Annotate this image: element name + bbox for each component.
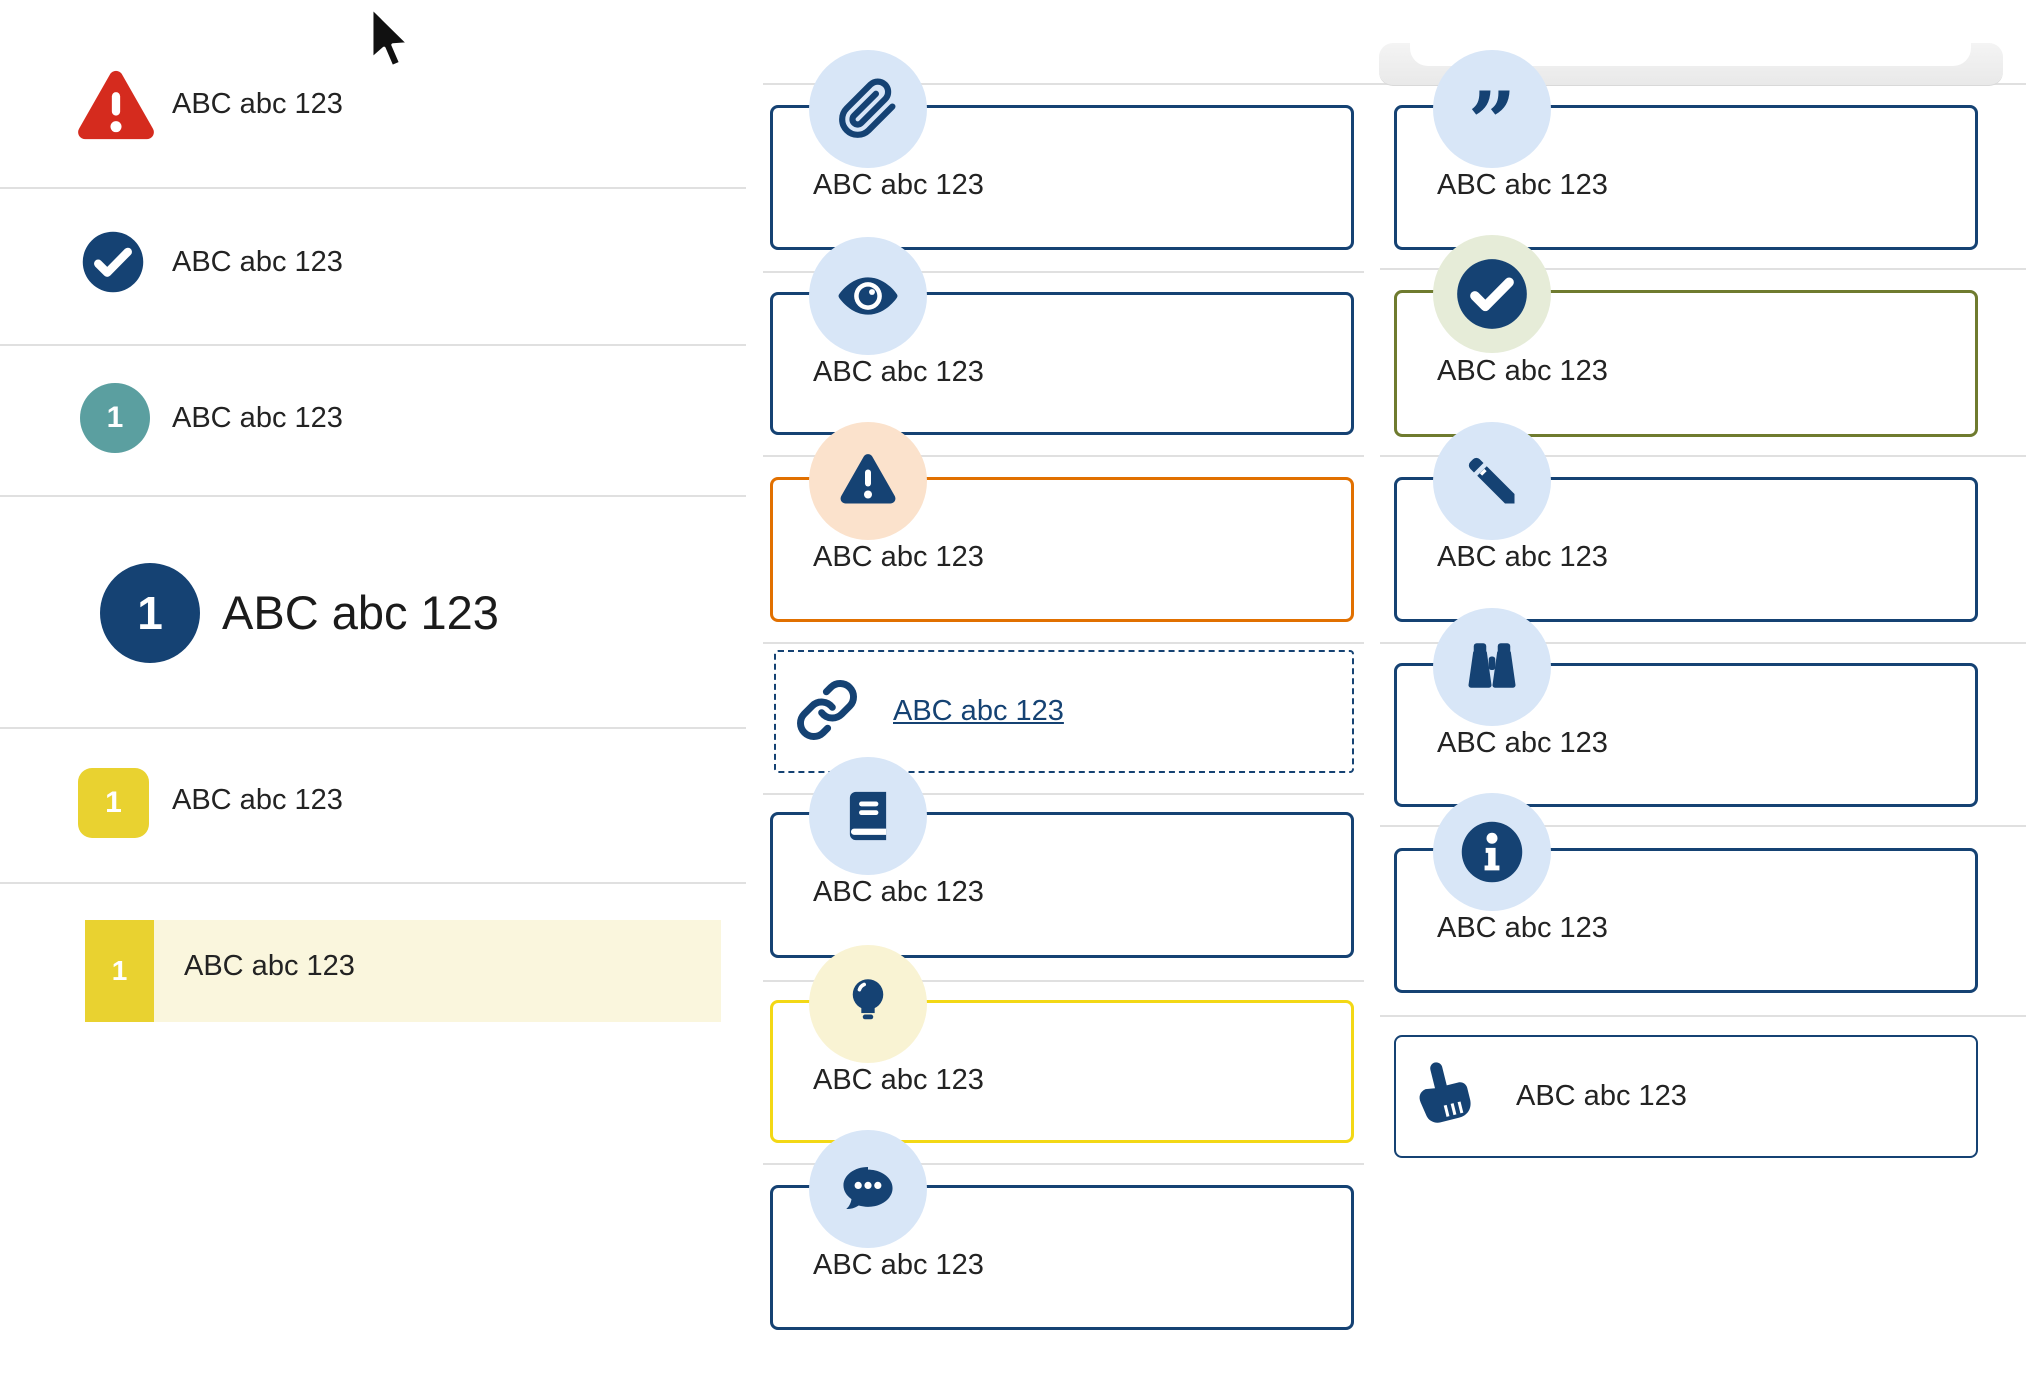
divider <box>0 882 746 884</box>
divider <box>0 495 746 497</box>
check-circle-icon <box>1433 235 1551 353</box>
divider <box>1380 642 2026 644</box>
card-link[interactable]: ABC abc 123 <box>893 695 1064 727</box>
section-heading: ABC abc 123 <box>222 586 499 639</box>
card-label: ABC abc 123 <box>1516 1080 1687 1112</box>
check-circle-icon <box>80 229 146 295</box>
mouse-cursor <box>366 4 412 76</box>
highlighted-row <box>85 920 721 1022</box>
divider <box>0 727 746 729</box>
info-icon <box>1433 793 1551 911</box>
divider <box>0 344 746 346</box>
divider <box>763 271 1364 273</box>
list-item-label: ABC abc 123 <box>172 402 343 434</box>
pencil-icon <box>1433 422 1551 540</box>
card-label: ABC abc 123 <box>1437 912 1608 944</box>
list-item-label: ABC abc 123 <box>172 88 343 120</box>
divider <box>763 793 1364 795</box>
divider <box>763 980 1364 982</box>
divider <box>1380 825 2026 827</box>
quote-icon: ” <box>1433 50 1551 168</box>
callout-card-view <box>770 292 1354 435</box>
divider <box>1380 268 2026 270</box>
link-card[interactable] <box>774 650 1354 773</box>
number-badge-yellow: 1 <box>78 768 149 838</box>
divider <box>0 187 746 189</box>
book-icon <box>809 757 927 875</box>
card-label: ABC abc 123 <box>813 876 984 908</box>
divider <box>763 642 1364 644</box>
eye-icon <box>809 237 927 355</box>
link-icon <box>795 678 859 742</box>
card-label: ABC abc 123 <box>1437 355 1608 387</box>
card-label: ABC abc 123 <box>1437 169 1608 201</box>
divider <box>1380 455 2026 457</box>
card-label: ABC abc 123 <box>1437 727 1608 759</box>
action-card[interactable] <box>1394 1035 1978 1158</box>
card-label: ABC abc 123 <box>813 541 984 573</box>
paperclip-icon <box>809 50 927 168</box>
lightbulb-icon <box>809 945 927 1063</box>
card-label: ABC abc 123 <box>813 1064 984 1096</box>
alert-triangle-icon <box>74 70 158 146</box>
speech-bubble-icon <box>809 1130 927 1248</box>
hand-pointer-icon <box>1413 1056 1479 1136</box>
divider <box>763 1163 1364 1165</box>
list-item-label: ABC abc 123 <box>172 784 343 816</box>
divider <box>1380 1015 2026 1017</box>
divider <box>763 455 1364 457</box>
list-item-label: ABC abc 123 <box>172 246 343 278</box>
card-label: ABC abc 123 <box>813 169 984 201</box>
card-label: ABC abc 123 <box>813 356 984 388</box>
number-badge-navy-large: 1 <box>100 563 200 663</box>
binoculars-icon <box>1433 608 1551 726</box>
number-badge-teal: 1 <box>80 383 150 453</box>
warning-triangle-icon <box>809 422 927 540</box>
card-label: ABC abc 123 <box>1437 541 1608 573</box>
card-label: ABC abc 123 <box>813 1249 984 1281</box>
list-item-label: ABC abc 123 <box>184 950 355 982</box>
number-badge-yellow: 1 <box>85 920 154 1022</box>
